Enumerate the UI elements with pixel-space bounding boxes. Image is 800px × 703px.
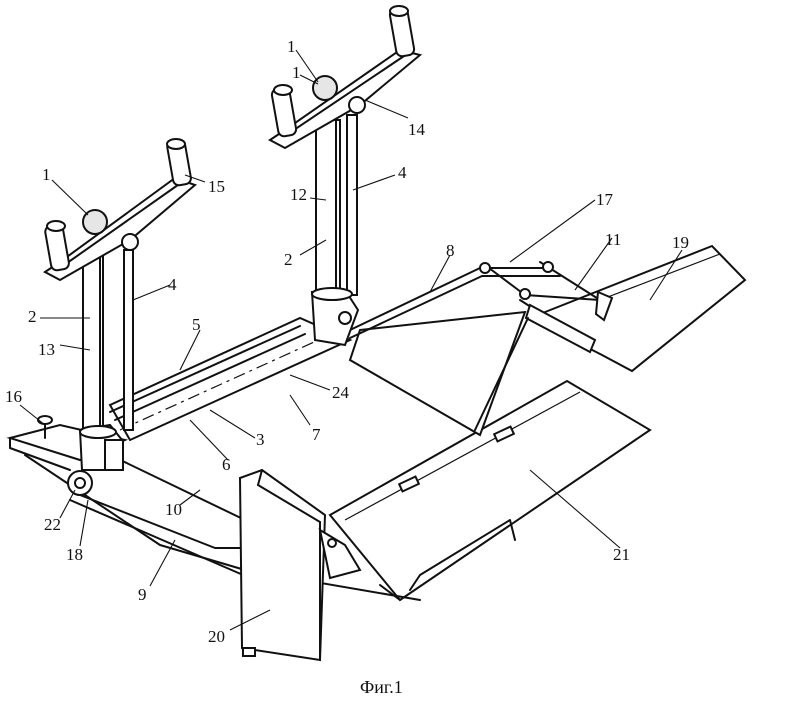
label-11: 11 [605,230,621,249]
label-15: 15 [208,177,225,196]
label-16: 16 [5,387,22,406]
label-2-right: 2 [284,250,293,269]
label-3: 3 [256,430,265,449]
label-10: 10 [165,500,182,519]
label-7: 7 [312,425,321,444]
label-21: 21 [613,545,630,564]
figure-caption: Фиг.1 [360,677,403,697]
label-13: 13 [38,340,55,359]
label-2-left: 2 [28,307,37,326]
panel-20 [238,468,327,662]
part-labels: 1 1 1 14 15 12 4 4 2 2 13 16 5 24 3 7 6 … [5,37,689,646]
label-9: 9 [138,585,147,604]
rod-4-right [346,114,358,296]
label-8: 8 [446,241,455,260]
label-17: 17 [596,190,614,209]
label-1-left: 1 [42,165,51,184]
label-4-right: 4 [398,163,407,182]
label-24: 24 [332,383,350,402]
label-18: 18 [66,545,83,564]
label-1-top2: 1 [292,63,301,82]
label-1-top: 1 [287,37,296,56]
leader-lines [19,49,683,631]
label-6: 6 [222,455,231,474]
label-5: 5 [192,315,201,334]
label-22: 22 [44,515,61,534]
panel-19 [527,244,747,373]
label-20: 20 [208,627,225,646]
label-4-left: 4 [168,275,177,294]
panel-21 [328,379,652,602]
label-19: 19 [672,233,689,252]
floor-plane [348,310,527,437]
rod-4-left [123,249,134,431]
label-14: 14 [408,120,426,139]
label-12: 12 [290,185,307,204]
